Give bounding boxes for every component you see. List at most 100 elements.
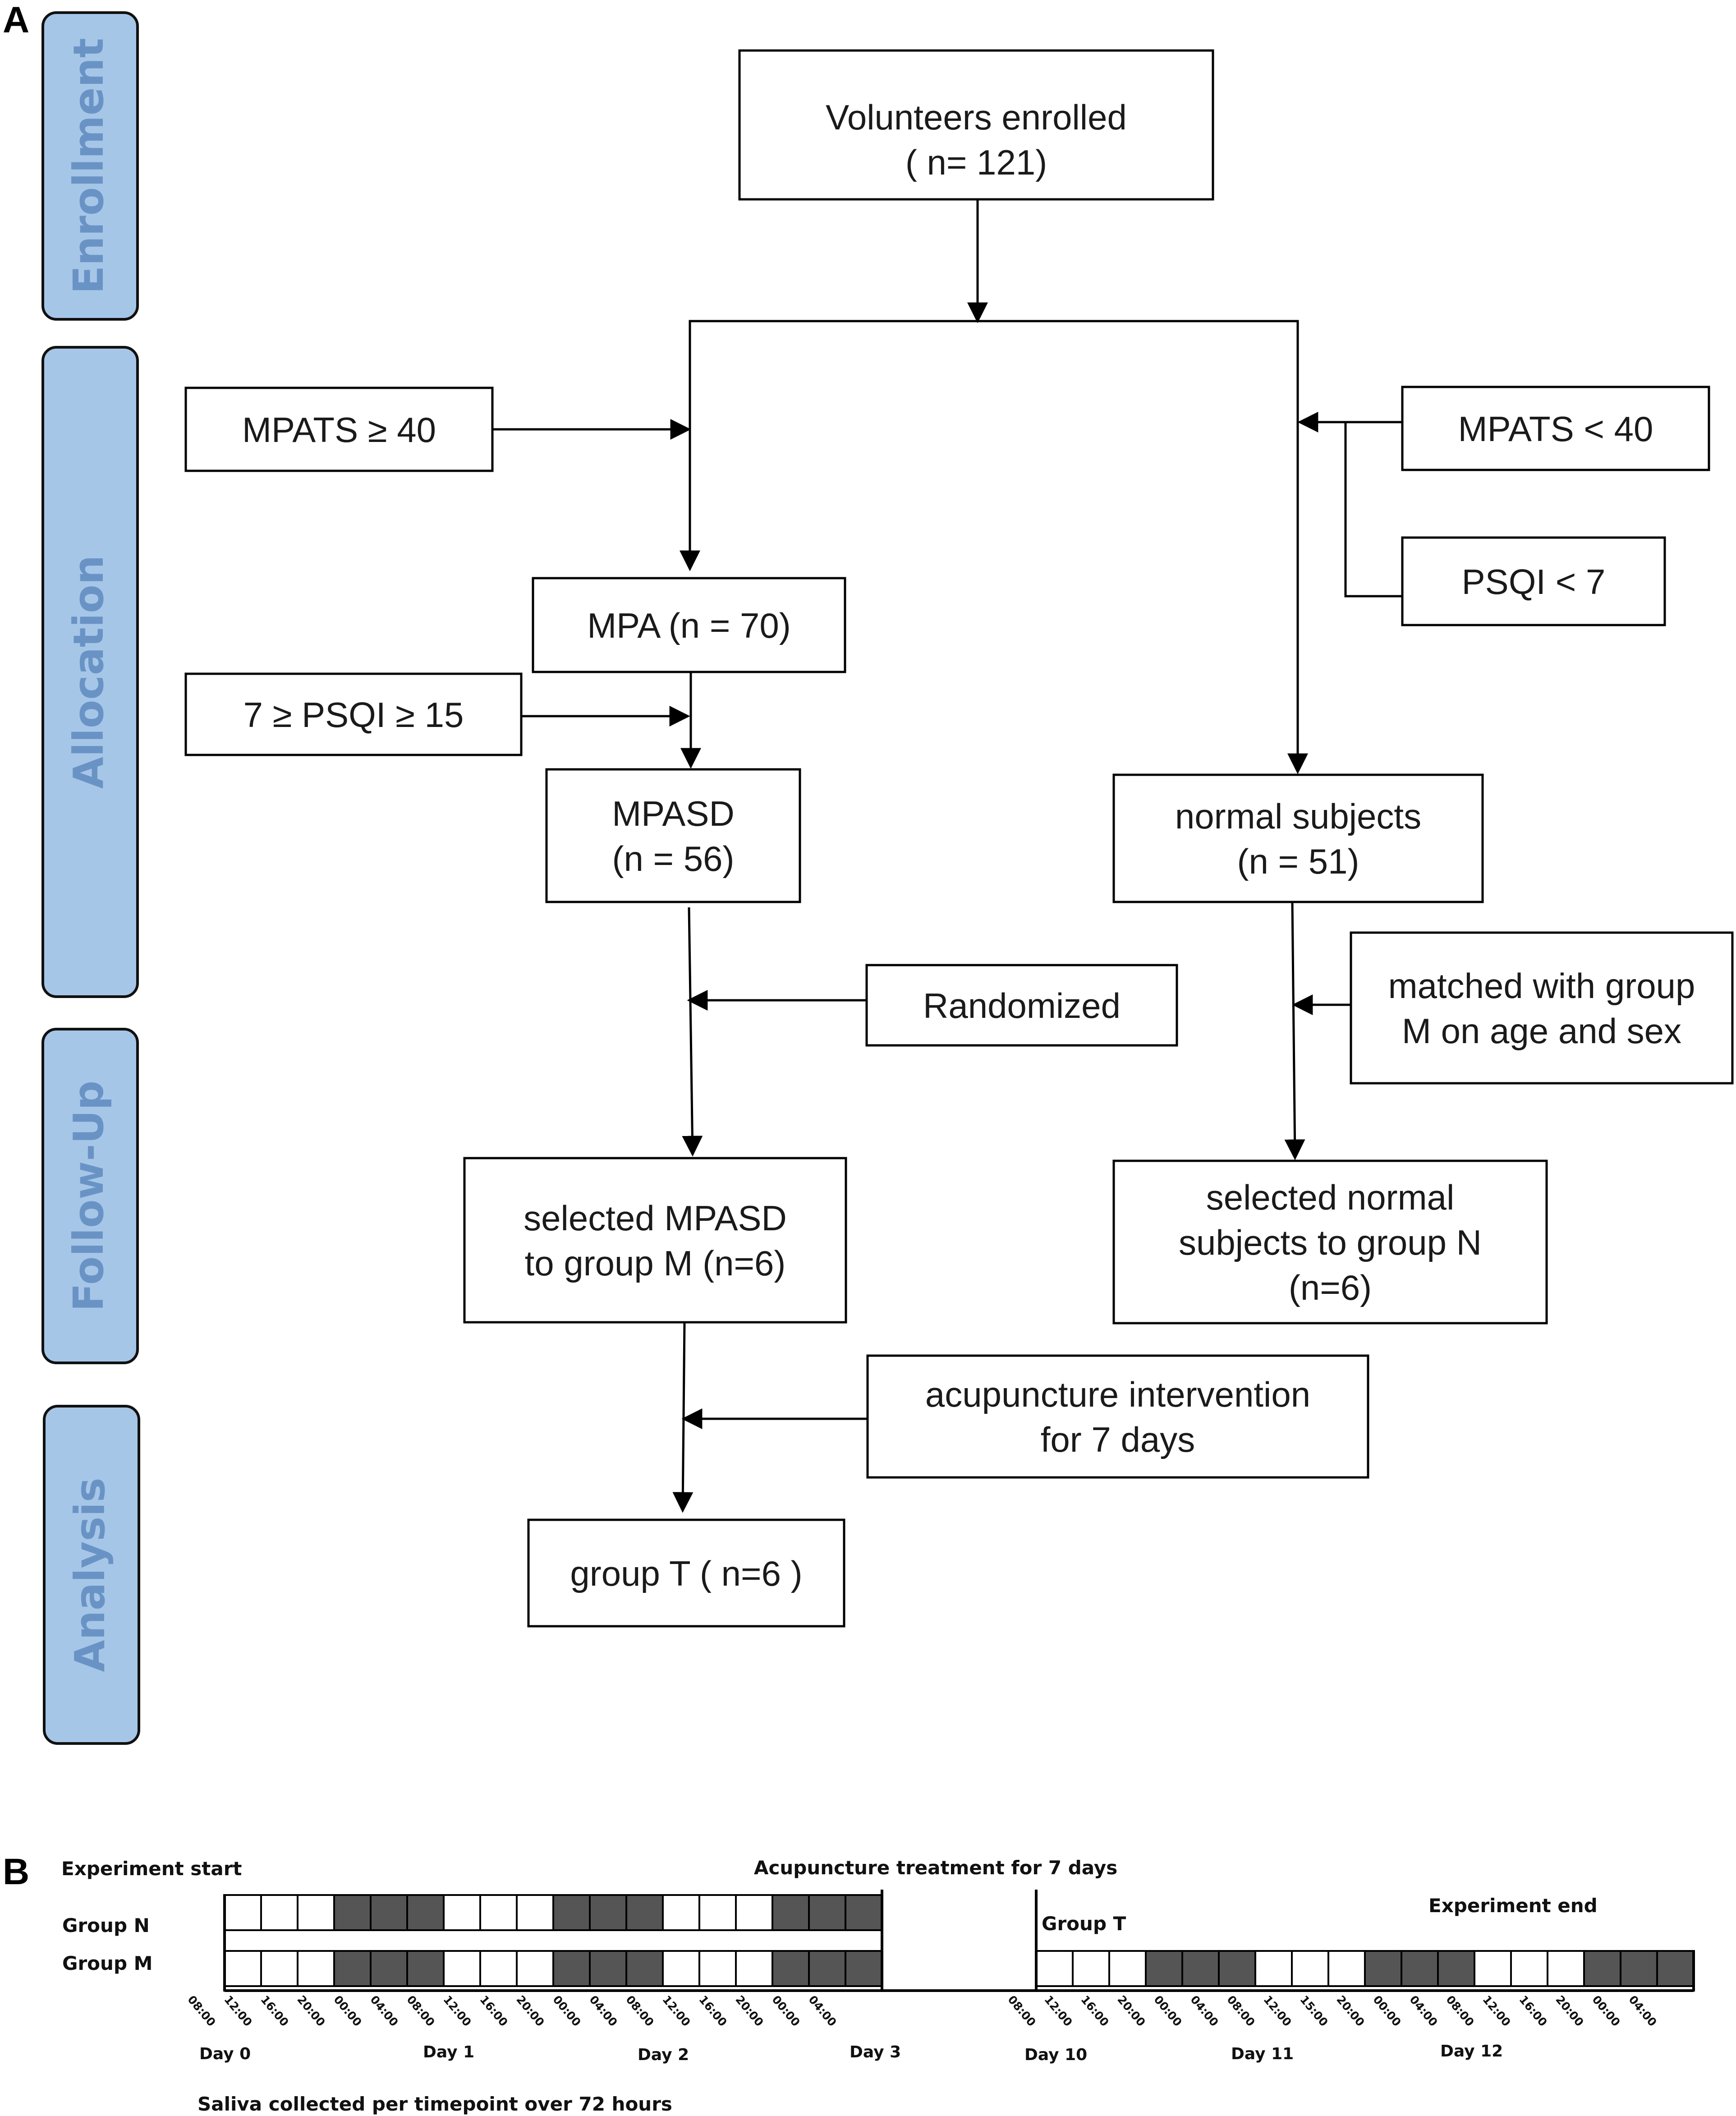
- group-n-timepoint-cell: [552, 1894, 591, 1931]
- phase-allocation: Allocation: [41, 346, 139, 998]
- day-label: Day 0: [199, 2045, 251, 2063]
- box-enrolled: Volunteers enrolled ( n= 121): [738, 49, 1214, 201]
- group-n-label: Group N: [62, 1914, 150, 1937]
- group-n-timepoint-row: [224, 1894, 883, 1931]
- time-tick-label: 16:00: [258, 1993, 291, 2029]
- group-n-timepoint-cell: [735, 1894, 773, 1931]
- experiment-end-label: Experiment end: [1428, 1895, 1598, 1917]
- time-tick-label: 20:00: [1115, 1993, 1148, 2029]
- box-text-line: (n = 51): [1237, 842, 1359, 881]
- box-text-line: group T ( n=6 ): [570, 1554, 802, 1593]
- time-tick-label: 12:00: [441, 1993, 473, 2029]
- group-m-timepoint-cell: [698, 1950, 737, 1987]
- group-n-timepoint-cell: [772, 1894, 810, 1931]
- box-text-line: MPA (n = 70): [587, 606, 791, 645]
- group-t-timepoint-cell: [1437, 1950, 1475, 1987]
- group-m-timepoint-cell: [625, 1950, 664, 1987]
- group-t-timepoint-row: [1035, 1950, 1695, 1987]
- group-n-timepoint-cell: [479, 1894, 518, 1931]
- time-tick-label: 04:00: [1407, 1993, 1440, 2029]
- group-m-timepoint-cell: [297, 1950, 335, 1987]
- time-tick-label: 04:00: [806, 1993, 839, 2029]
- group-t-timepoint-cell: [1656, 1950, 1695, 1987]
- group-t-timepoint-cell: [1327, 1950, 1366, 1987]
- time-tick-label: 08:00: [623, 1993, 656, 2029]
- day-label: Day 11: [1231, 2045, 1294, 2063]
- box-text-line: M on age and sex: [1402, 1011, 1681, 1051]
- group-t-timepoint-cell: [1583, 1950, 1621, 1987]
- group-n-timepoint-cell: [808, 1894, 846, 1931]
- box-text-line: selected MPASD: [524, 1198, 787, 1238]
- box-text-line: ( n= 121): [905, 143, 1047, 182]
- day-label: Day 2: [638, 2046, 689, 2064]
- group-n-timepoint-cell: [698, 1894, 737, 1931]
- group-n-timepoint-cell: [297, 1894, 335, 1931]
- box-matched: matched with group M on age and sex: [1350, 931, 1734, 1085]
- group-t-timepoint-cell: [1620, 1950, 1658, 1987]
- day-label: Day 10: [1024, 2046, 1087, 2064]
- box-text-line: matched with group: [1388, 966, 1695, 1006]
- time-tick-label: 04:00: [367, 1993, 400, 2029]
- group-t-timepoint-cell: [1108, 1950, 1147, 1987]
- group-t-timepoint-cell: [1474, 1950, 1512, 1987]
- group-m-timepoint-cell: [224, 1950, 262, 1987]
- time-tick-label: 12:00: [1042, 1993, 1075, 2029]
- time-tick-label: 00:00: [1151, 1993, 1184, 2029]
- time-tick-label: 04:00: [587, 1993, 620, 2029]
- box-text-line: selected normal: [1206, 1178, 1455, 1217]
- box-group-t: group T ( n=6 ): [527, 1518, 845, 1628]
- group-m-timepoint-cell: [260, 1950, 299, 1987]
- time-tick-label: 04:00: [1626, 1993, 1659, 2029]
- box-text-line: acupuncture intervention: [925, 1375, 1310, 1414]
- group-t-timepoint-cell: [1218, 1950, 1256, 1987]
- group-t-timepoint-cell: [1510, 1950, 1548, 1987]
- group-n-timepoint-cell: [224, 1894, 262, 1931]
- box-psqi-lt7: PSQI < 7: [1401, 536, 1666, 626]
- group-n-timepoint-cell: [845, 1894, 883, 1931]
- group-t-label: Group T: [1042, 1913, 1126, 1935]
- box-psqi-range: 7 ≥ PSQI ≥ 15: [184, 672, 523, 756]
- box-text-line: subjects to group N: [1179, 1223, 1482, 1262]
- box-mpats-ge40: MPATS ≥ 40: [184, 386, 494, 472]
- day-label: Day 1: [423, 2043, 474, 2061]
- box-text-line: Volunteers enrolled: [826, 97, 1127, 137]
- box-mpats-lt40: MPATS < 40: [1401, 386, 1710, 471]
- time-tick-label: 20:00: [294, 1993, 327, 2029]
- group-t-timepoint-cell: [1401, 1950, 1439, 1987]
- time-tick-label: 20:00: [514, 1993, 547, 2029]
- box-mpa: MPA (n = 70): [532, 577, 846, 673]
- time-tick-label: 12:00: [221, 1993, 254, 2029]
- time-tick-label: 20:00: [1553, 1993, 1586, 2029]
- time-tick-label: 00:00: [769, 1993, 802, 2029]
- box-mpasd: MPASD (n = 56): [545, 768, 801, 903]
- time-tick-label: 00:00: [331, 1993, 364, 2029]
- group-m-timepoint-cell: [370, 1950, 408, 1987]
- group-m-timepoint-cell: [662, 1950, 700, 1987]
- time-tick-label: 12:00: [1261, 1993, 1294, 2029]
- group-n-timepoint-cell: [333, 1894, 372, 1931]
- time-tick-label: 08:00: [185, 1993, 218, 2029]
- group-m-timepoint-cell: [406, 1950, 445, 1987]
- box-randomized: Randomized: [865, 964, 1178, 1047]
- time-tick-label: 08:00: [1443, 1993, 1476, 2029]
- group-n-timepoint-cell: [662, 1894, 700, 1931]
- group-m-timepoint-cell: [772, 1950, 810, 1987]
- time-tick-label: 00:00: [1589, 1993, 1622, 2029]
- box-text-line: MPASD: [612, 794, 735, 833]
- day-label: Day 12: [1440, 2042, 1503, 2061]
- group-n-timepoint-cell: [589, 1894, 627, 1931]
- phase-analysis: Analysis: [43, 1405, 140, 1745]
- timeline-axis: [223, 1890, 1695, 1992]
- group-t-timepoint-cell: [1547, 1950, 1585, 1987]
- group-t-timepoint-cell: [1254, 1950, 1293, 1987]
- group-n-timepoint-cell: [370, 1894, 408, 1931]
- group-m-timepoint-cell: [333, 1950, 372, 1987]
- group-m-timepoint-cell: [845, 1950, 883, 1987]
- time-tick-label: 00:00: [550, 1993, 583, 2029]
- group-m-timepoint-cell: [589, 1950, 627, 1987]
- box-text-line: (n = 56): [612, 839, 735, 879]
